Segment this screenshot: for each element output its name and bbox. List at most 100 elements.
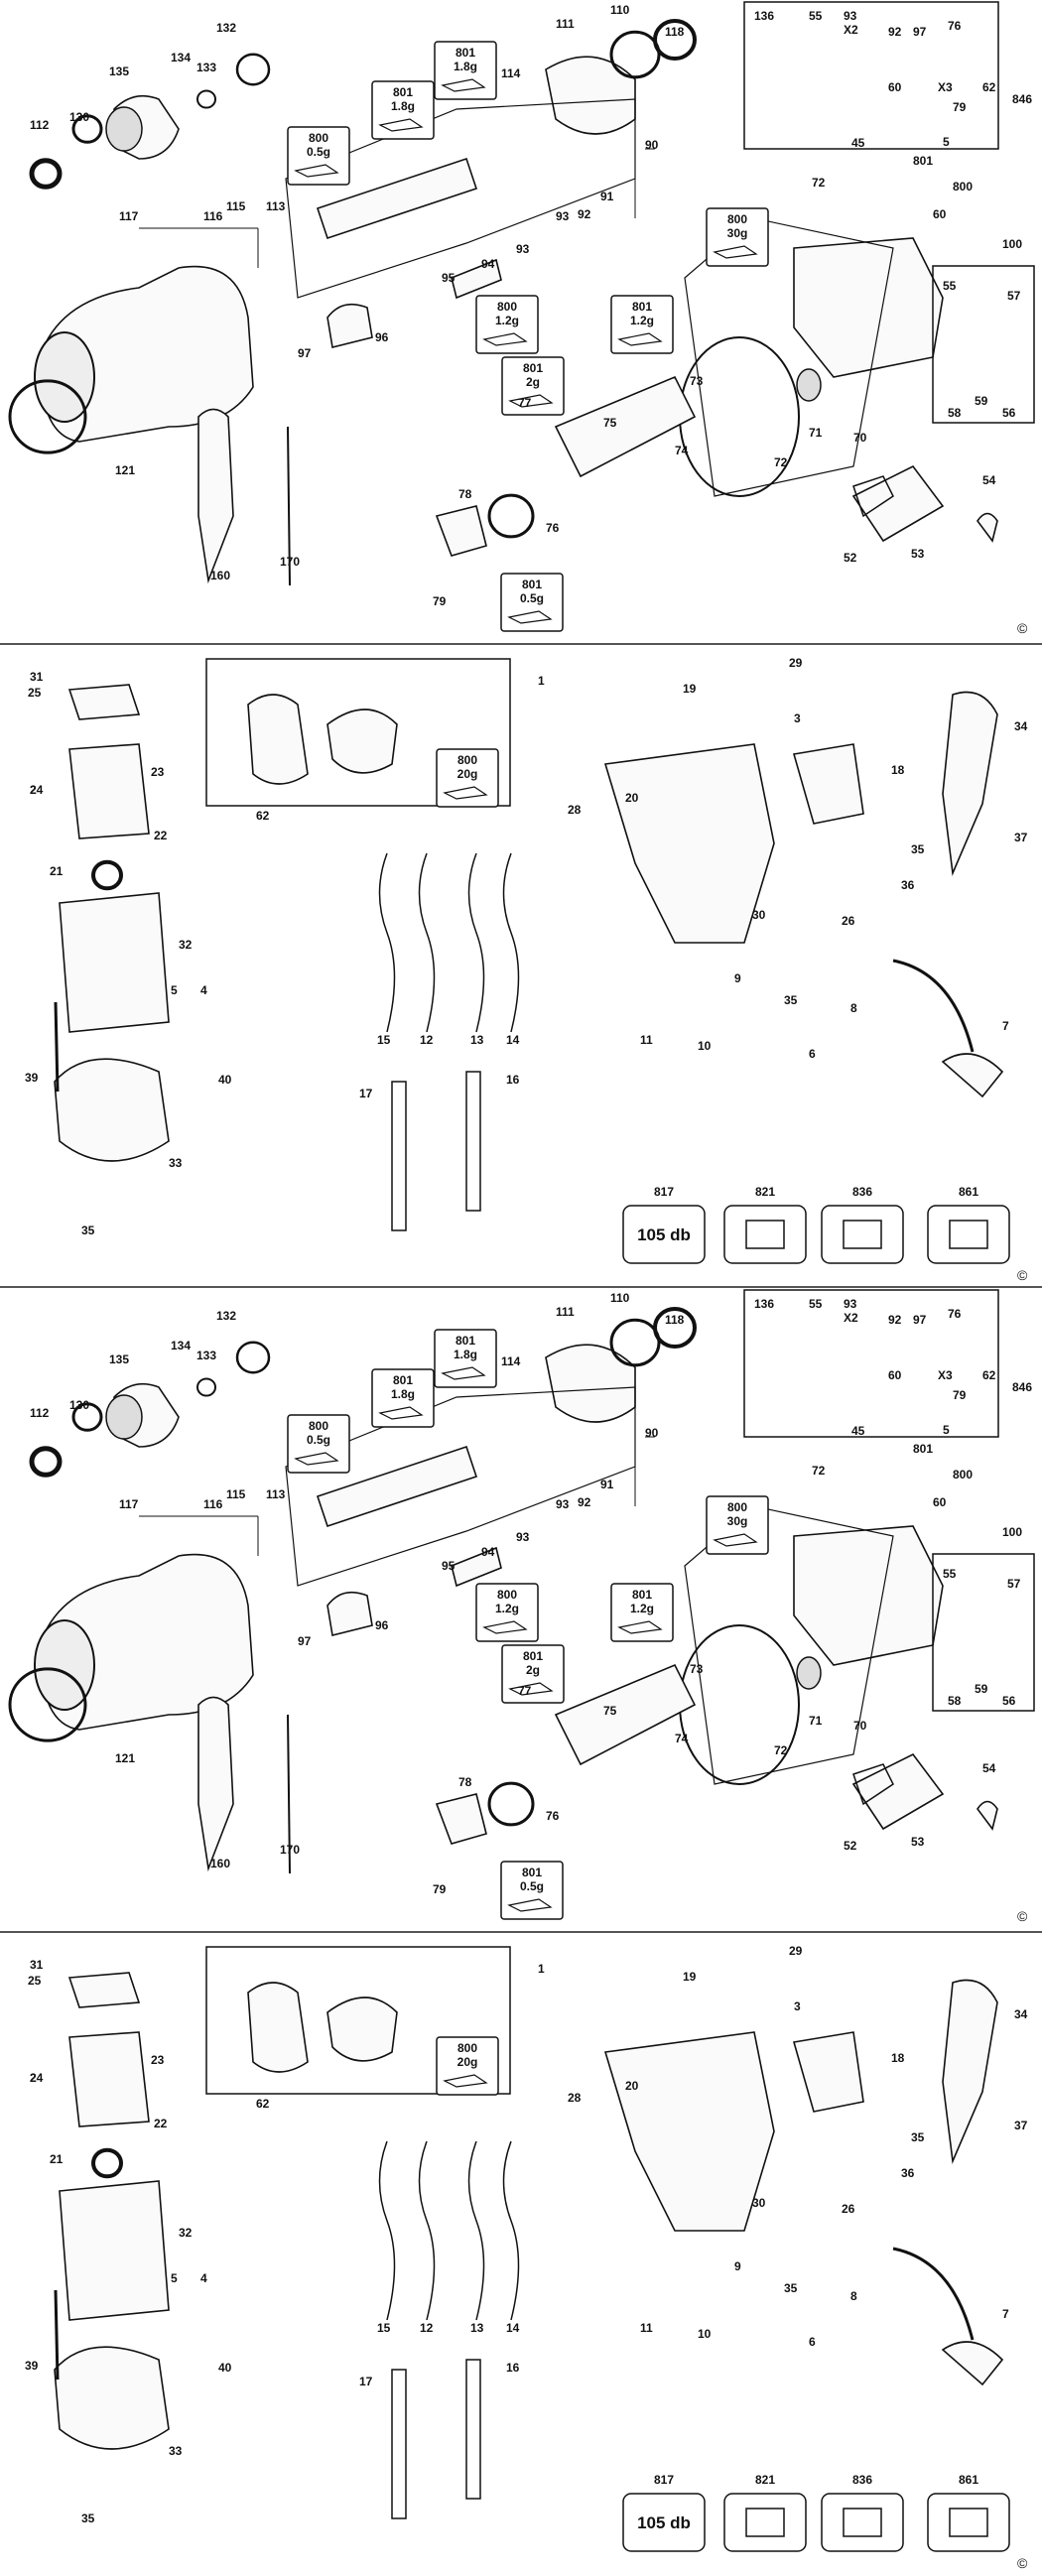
accessory-821: 821 [723,2473,807,2552]
part-number-label: 36 [901,2166,915,2180]
armature-box [205,658,511,807]
part-number-label: 28 [568,2091,582,2105]
part-number-label: 132 [216,1309,236,1323]
part-number-label: 1 [538,1962,545,1976]
part-number-label: 76 [948,19,962,33]
part-number-label: 111 [556,1305,575,1319]
part-number-label: 21 [50,864,64,878]
lube-qty: 2g [526,375,540,389]
part-number-label: 121 [115,1751,135,1765]
lube-code: 800 [497,300,517,314]
part-number-label: 93 [556,209,570,223]
lube-code: 800 [309,131,328,145]
accessory-821: 821 [723,1185,807,1264]
lube-code: 801 [523,1649,543,1663]
lube-code: 801 [393,85,413,99]
part-number-label: 91 [600,190,614,203]
accessory-icon [949,2508,988,2537]
part-number-label: 100 [1002,237,1022,251]
part-number-label: 70 [853,1719,867,1733]
lube-qty: 20g [457,2055,478,2069]
part-number-label: 62 [256,809,270,823]
part-number-label: 55 [943,279,957,293]
part-number-label: 35 [784,2281,798,2295]
part-number-label: 15 [377,2321,391,2335]
part-number-label: 136 [754,9,774,23]
part-number-label: 112 [30,1406,50,1420]
part-number-label: 17 [359,2375,373,2388]
part-number-label: 26 [842,2202,855,2216]
part-number-label: 134 [171,51,191,64]
lube-qty: 20g [457,767,478,781]
accessory-number: 817 [654,2473,674,2487]
part-number-label: 10 [698,2327,712,2341]
part-number-label: 93 [844,1297,857,1311]
part-number-label: 25 [28,686,42,700]
lube-qty: 1.2g [630,314,654,327]
lube-qty: 30g [727,1514,748,1528]
lube-code: 801 [522,578,542,591]
part-number-label: 76 [948,1307,962,1321]
accessory-icon [843,1220,882,1249]
qty-x2-label: X2 [844,1311,858,1325]
noise-level-text: 105 db [637,2513,691,2532]
part-number-label: 95 [442,1559,456,1573]
part-number-label: 133 [196,1349,216,1362]
part-number-label: 33 [169,2444,183,2458]
part-number-label: 92 [888,25,902,39]
accessory-number: 861 [959,2473,978,2487]
part-number-label: 5 [943,1423,950,1437]
lube-qty: 1.8g [454,60,477,73]
part-number-label: 5 [943,135,950,149]
accessory-836: 836 [821,1185,904,1264]
part-number-label: 92 [578,207,591,221]
part-number-label: 77 [518,1684,532,1698]
part-number-label: 74 [675,444,689,457]
part-number-label: 846 [1012,1380,1032,1394]
part-number-label: 23 [151,765,165,779]
accessory-number: 836 [852,1185,872,1199]
part-number-label: 97 [913,25,927,39]
part-number-label: 45 [851,136,865,150]
kit-box-846 [743,1289,999,1438]
lube-code: 800 [457,2041,477,2055]
part-number-label: 19 [683,1970,697,1984]
part-number-label: 35 [911,2130,925,2144]
part-number-label: 118 [665,1313,685,1327]
part-number-label: 26 [842,914,855,928]
lube-qty: 0.5g [307,145,330,159]
part-number-label: 7 [1002,1019,1009,1033]
copyright-mark: © [1017,620,1028,636]
part-number-label: 112 [30,118,50,132]
part-number-label: 14 [506,1033,520,1047]
part-number-label: 52 [844,551,857,565]
part-number-label: 60 [888,80,902,94]
accessory-icon [745,1220,785,1249]
housing-assembly [8,19,998,586]
part-number-label: 11 [640,1033,653,1047]
part-number-label: 20 [625,2079,639,2093]
part-number-label: 100 [1002,1525,1022,1539]
part-number-label: 113 [266,199,286,213]
part-number-label: 39 [25,1071,39,1085]
part-number-label: 132 [216,21,236,35]
lube-qty: 1.2g [495,1602,519,1615]
part-number-label: 94 [481,257,495,271]
part-number-label: 110 [610,1291,630,1305]
accessory-836: 836 [821,2473,904,2552]
part-number-label: 35 [81,2512,95,2525]
lube-qty: 0.5g [520,591,544,605]
part-number-label: 57 [1007,289,1021,303]
part-number-label: 79 [953,100,967,114]
part-number-label: 25 [28,1974,42,1988]
accessory-icon [949,1220,988,1249]
part-number-label: 36 [901,878,915,892]
part-number-label: 18 [891,763,905,777]
